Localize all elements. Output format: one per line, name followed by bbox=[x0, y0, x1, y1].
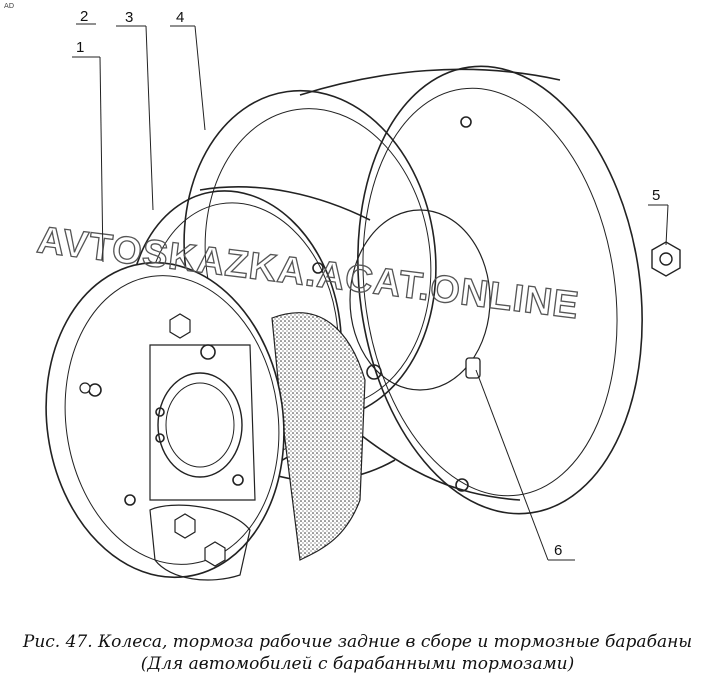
callout-4: 4 bbox=[176, 9, 184, 26]
callout-5: 5 bbox=[652, 187, 660, 204]
wheel-stud bbox=[465, 357, 481, 379]
callout-leaders bbox=[72, 23, 669, 561]
wheel-nut bbox=[651, 241, 681, 277]
brake-lining bbox=[271, 312, 366, 561]
callout-2: 2 bbox=[80, 8, 88, 25]
wheel-brake-drawing: AVTOSKAZKA.ACAT.ONLINE 1 2 3 4 5 6 bbox=[34, 8, 681, 581]
bolts bbox=[79, 313, 226, 567]
callout-1: 1 bbox=[76, 39, 84, 56]
corner-mark: AD bbox=[4, 2, 15, 10]
figure-caption: Рис. 47. Колеса, тормоза рабочие задние … bbox=[22, 632, 693, 652]
callout-3: 3 bbox=[125, 9, 133, 26]
figure-caption-note: (Для автомобилей с барабанными тормозами… bbox=[140, 654, 575, 674]
callout-6: 6 bbox=[554, 542, 562, 559]
backing-plate bbox=[45, 261, 285, 581]
